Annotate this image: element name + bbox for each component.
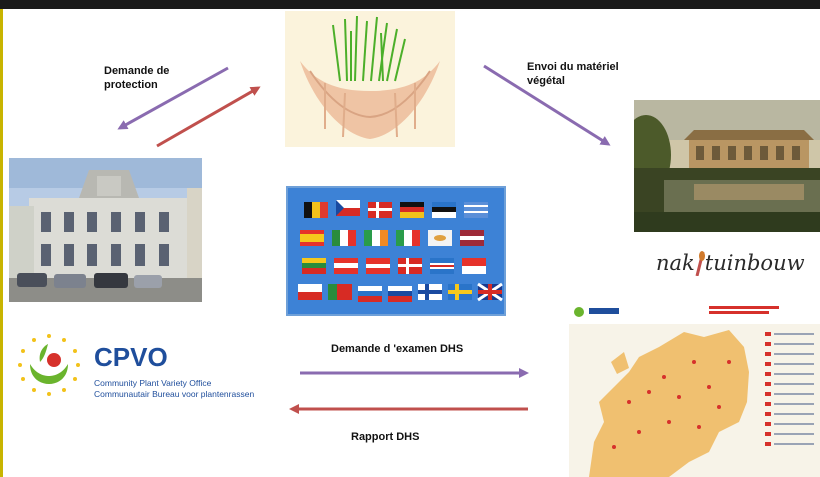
- cpvo-name-en: Community Plant Variety Office: [94, 378, 212, 388]
- naktuinbouw-wordmark-right: tuinbouw: [704, 251, 805, 275]
- label-plant-material: Envoi du matériel végétal: [527, 61, 619, 87]
- cpvo-name-nl: Communautair Bureau voor plantenrassen: [94, 389, 255, 399]
- eu-offices-map-image: [569, 302, 820, 477]
- arrow-grant-return: [156, 86, 261, 148]
- cpvo-logo: CPVO Community Plant Variety Office Comm…: [14, 330, 284, 410]
- cpvo-emblem-icon: [18, 334, 80, 396]
- town-hall-image: [9, 158, 202, 302]
- eu-flags-image: [286, 186, 506, 316]
- left-border: [0, 9, 3, 477]
- label-dhs-report: Rapport DHS: [351, 431, 420, 443]
- naktuinbouw-building-image: [634, 100, 820, 232]
- label-dhs-request: Demande d 'examen DHS: [331, 343, 464, 355]
- arrow-plant-material: [483, 64, 611, 146]
- naktuinbouw-logo: nak tuinbouw: [656, 250, 805, 276]
- top-border: [0, 0, 820, 9]
- label-protection-request: Demande de protection: [104, 65, 170, 91]
- hands-grass-image: [285, 11, 455, 147]
- naktuinbouw-wordmark-left: nak: [656, 251, 695, 275]
- arrow-protection-request: [117, 66, 229, 130]
- cpvo-acronym: CPVO: [94, 342, 168, 372]
- naktuinbouw-leaf-icon: [695, 250, 705, 276]
